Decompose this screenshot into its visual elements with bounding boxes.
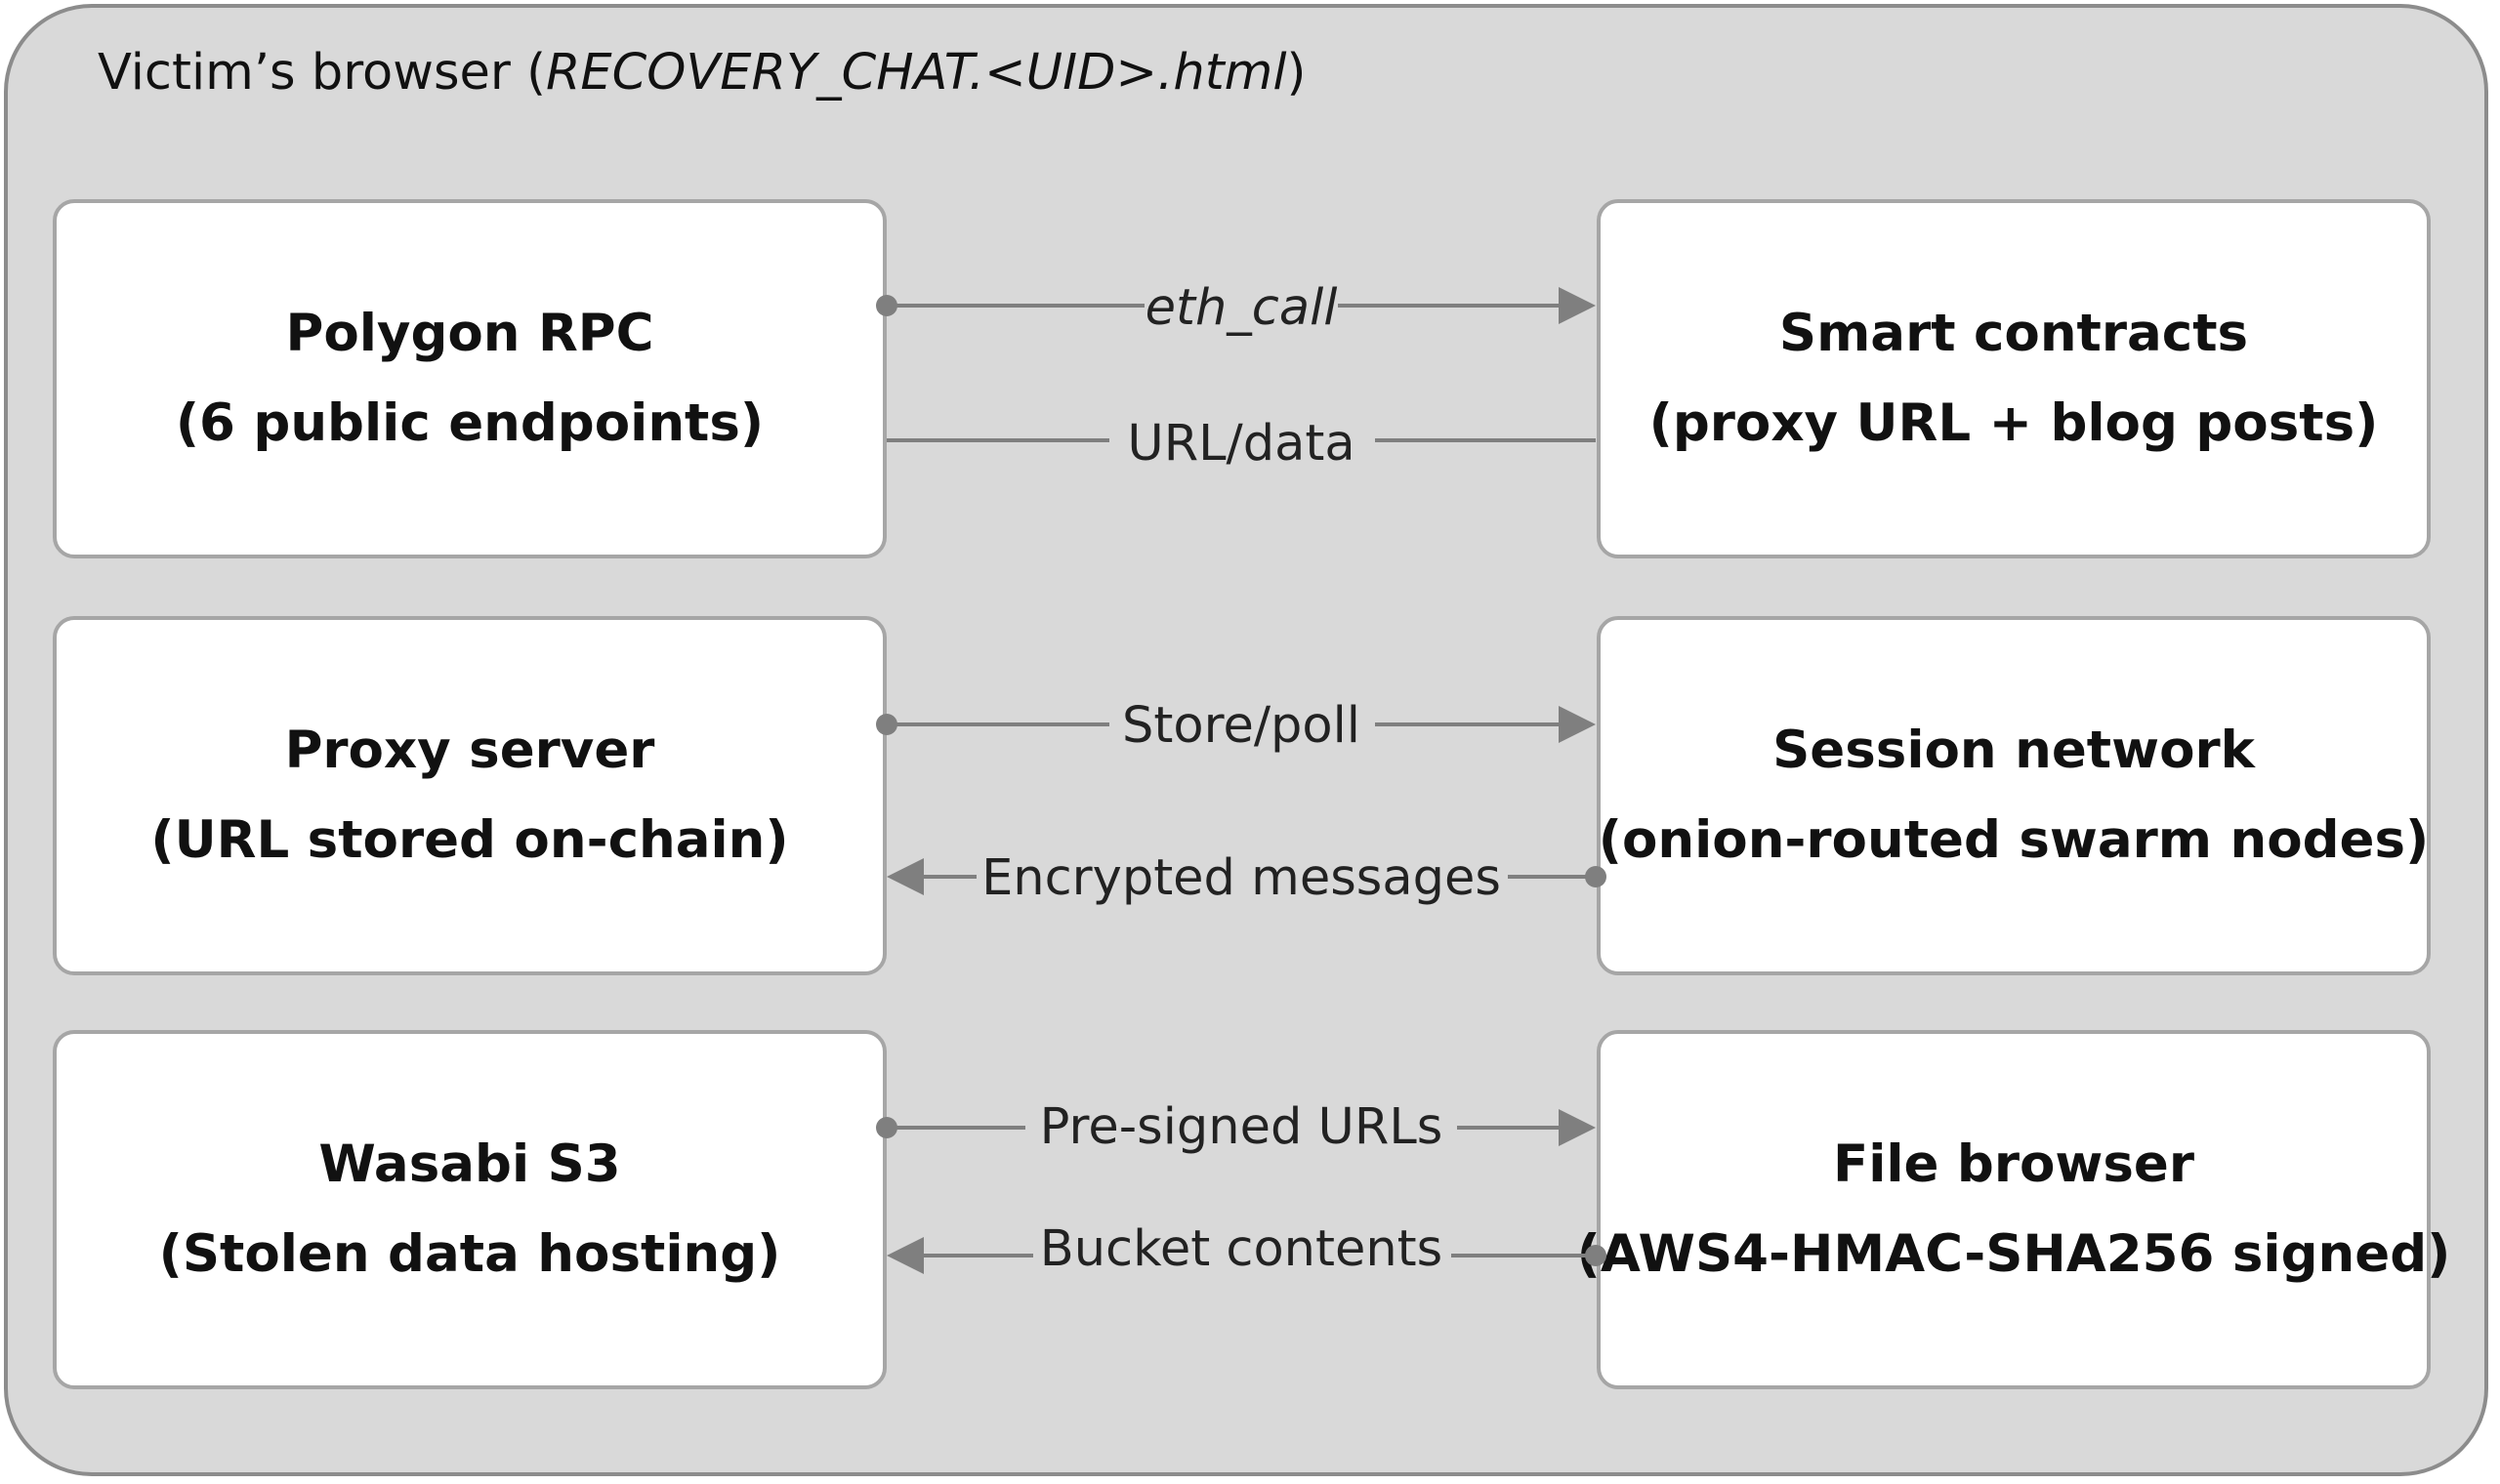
node-subtitle: (AWS4-HMAC-SHA256 signed) [1576, 1224, 2451, 1284]
container-title-filename: RECOVERY_CHAT.<UID>.html [545, 44, 1287, 102]
container-title: Victim’s browser (RECOVERY_CHAT.<UID>.ht… [98, 41, 1306, 105]
node-proxy-server: Proxy server (URL stored on-chain) [53, 616, 887, 975]
node-title: Smart contracts [1778, 304, 2249, 363]
node-session-network: Session network (onion-routed swarm node… [1597, 616, 2431, 975]
node-file-browser: File browser (AWS4-HMAC-SHA256 signed) [1577, 1030, 2450, 1389]
node-title: Proxy server [284, 721, 655, 780]
node-subtitle: (6 public endpoints) [175, 393, 765, 453]
node-title: File browser [1832, 1134, 2195, 1194]
node-subtitle: (onion-routed swarm nodes) [1598, 810, 2430, 870]
node-subtitle: (Stolen data hosting) [158, 1224, 781, 1284]
node-wasabi-s3: Wasabi S3 (Stolen data hosting) [53, 1030, 887, 1389]
container-title-suffix: ) [1286, 44, 1307, 102]
container-title-prefix: Victim’s browser ( [98, 44, 546, 102]
node-smart-contracts: Smart contracts (proxy URL + blog posts) [1597, 199, 2431, 558]
node-title: Polygon RPC [285, 304, 654, 363]
node-subtitle: (proxy URL + blog posts) [1648, 393, 2379, 453]
node-subtitle: (URL stored on-chain) [150, 810, 789, 870]
node-title: Session network [1772, 721, 2255, 780]
node-polygon-rpc: Polygon RPC (6 public endpoints) [53, 199, 887, 558]
node-title: Wasabi S3 [318, 1134, 621, 1194]
